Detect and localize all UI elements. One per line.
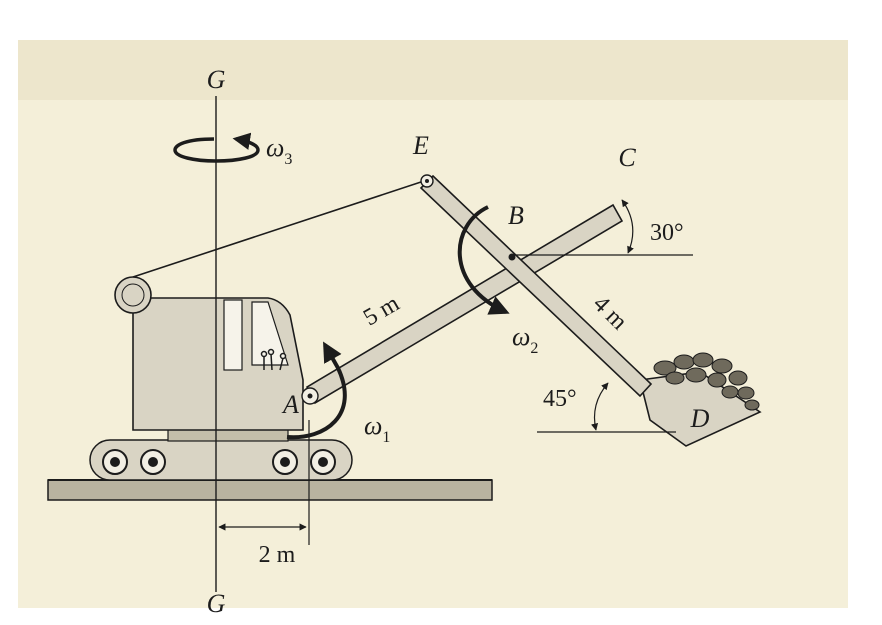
point-label-a: A — [281, 390, 299, 419]
omega3-subscript: 3 — [284, 151, 292, 168]
control-levers-icon — [260, 348, 287, 371]
omega1-symbol: ω — [364, 411, 382, 440]
dimension-2m — [218, 420, 310, 545]
axis-label-bottom: G — [207, 589, 226, 618]
ground — [47, 479, 493, 501]
track-wheel — [272, 449, 298, 475]
track-wheel — [102, 449, 128, 475]
angle-label-45: 45° — [543, 386, 577, 412]
cab-door — [223, 299, 243, 371]
omega3-symbol: ω — [266, 133, 284, 162]
pin-a — [301, 387, 319, 405]
cab — [114, 276, 304, 431]
omega2-label: ω2 — [512, 322, 538, 357]
omega3-label: ω3 — [266, 133, 292, 168]
point-label-c: C — [618, 143, 636, 172]
axis-label-top: G — [207, 65, 226, 94]
length-label-2m: 2 m — [259, 542, 296, 568]
bucket-load — [653, 352, 760, 411]
angle-label-30: 30° — [650, 220, 684, 246]
point-label-b: B — [508, 201, 524, 230]
point-label-e: E — [412, 131, 429, 160]
track-wheel — [310, 449, 336, 475]
pin-e — [420, 174, 434, 188]
cable-sheave — [114, 276, 152, 314]
omega1-subscript: 1 — [382, 429, 390, 446]
paper-top-band — [18, 40, 848, 100]
cab-window — [251, 301, 289, 366]
angle-30-arc — [621, 199, 634, 254]
omega1-arrow-icon — [286, 341, 347, 440]
bucket — [639, 352, 762, 447]
angle-45-arc — [591, 382, 609, 431]
crawler-tracks — [89, 439, 353, 481]
omega2-subscript: 2 — [530, 340, 538, 357]
hoist-cable — [132, 179, 428, 278]
omega2-symbol: ω — [512, 322, 530, 351]
track-wheel — [140, 449, 166, 475]
omega3-arrow-icon — [173, 132, 260, 163]
point-label-d: D — [690, 404, 710, 433]
omega2-arrow-icon — [457, 205, 510, 315]
omega1-label: ω1 — [364, 411, 390, 446]
